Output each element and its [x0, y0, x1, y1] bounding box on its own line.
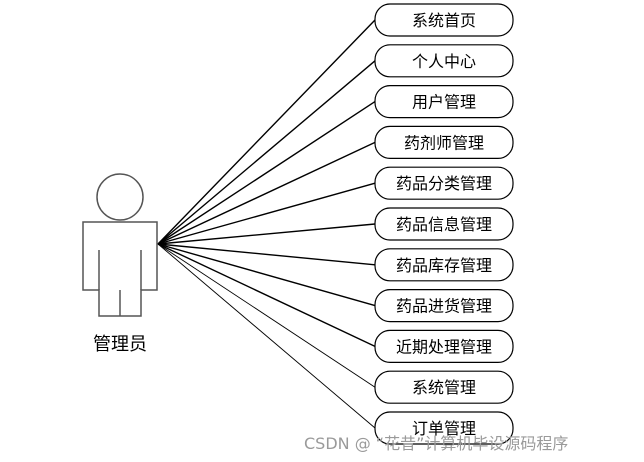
actor-body — [82, 221, 158, 317]
association-line-8 — [157, 243, 376, 307]
association-line-7 — [157, 243, 376, 266]
use-case-box — [374, 166, 514, 200]
use-case-5: 药品分类管理 — [374, 166, 514, 200]
use-case-1: 系统首页 — [374, 3, 514, 37]
association-line-1 — [157, 19, 376, 245]
use-case-label: 药品信息管理 — [396, 215, 492, 234]
use-case-box — [374, 411, 514, 445]
actor-head — [96, 173, 144, 221]
association-line-10 — [157, 243, 376, 388]
association-lines — [157, 19, 376, 429]
admin-actor: 管理员 — [82, 173, 158, 355]
use-case-label: 系统管理 — [412, 378, 476, 397]
use-case-box — [374, 329, 514, 363]
use-case-4: 药剂师管理 — [374, 125, 514, 160]
use-case-box — [374, 125, 514, 160]
use-case-label: 药品库存管理 — [396, 256, 492, 275]
use-case-box — [374, 289, 514, 323]
use-case-label: 药剂师管理 — [404, 133, 484, 152]
use-case-3: 用户管理 — [374, 84, 514, 119]
use-case-10: 系统管理 — [374, 370, 514, 404]
use-case-label: 药品进货管理 — [396, 297, 492, 316]
association-line-9 — [157, 243, 376, 348]
use-case-label: 用户管理 — [412, 93, 476, 112]
use-case-7: 药品库存管理 — [374, 248, 514, 282]
use-case-box — [374, 370, 514, 404]
use-case-box — [374, 207, 514, 241]
association-line-5 — [157, 182, 376, 245]
use-case-6: 药品信息管理 — [374, 207, 514, 241]
actor-label: 管理员 — [93, 334, 147, 355]
association-line-4 — [157, 141, 376, 245]
use-case-label: 订单管理 — [412, 419, 476, 438]
use-case-box — [374, 3, 514, 37]
association-line-2 — [157, 60, 376, 245]
use-case-8: 药品进货管理 — [374, 289, 514, 323]
use-case-2: 个人中心 — [374, 44, 514, 78]
use-case-label: 系统首页 — [412, 11, 476, 30]
use-case-label: 药品分类管理 — [396, 174, 492, 193]
use-case-11: 订单管理 — [374, 411, 514, 445]
use-case-box — [374, 44, 514, 78]
use-case-label: 近期处理管理 — [396, 337, 492, 356]
use-case-label: 个人中心 — [412, 52, 476, 71]
use-case-box — [374, 84, 514, 119]
use-case-box — [374, 248, 514, 282]
watermark-text: CSDN @ “花昔”计算机毕设源码程序 — [304, 434, 569, 453]
association-line-6 — [157, 223, 376, 245]
use-case-list: 系统首页个人中心用户管理药剂师管理药品分类管理药品信息管理药品库存管理药品进货管… — [374, 3, 514, 445]
use-case-9: 近期处理管理 — [374, 329, 514, 363]
association-line-11 — [157, 243, 376, 429]
association-line-3 — [157, 101, 376, 245]
